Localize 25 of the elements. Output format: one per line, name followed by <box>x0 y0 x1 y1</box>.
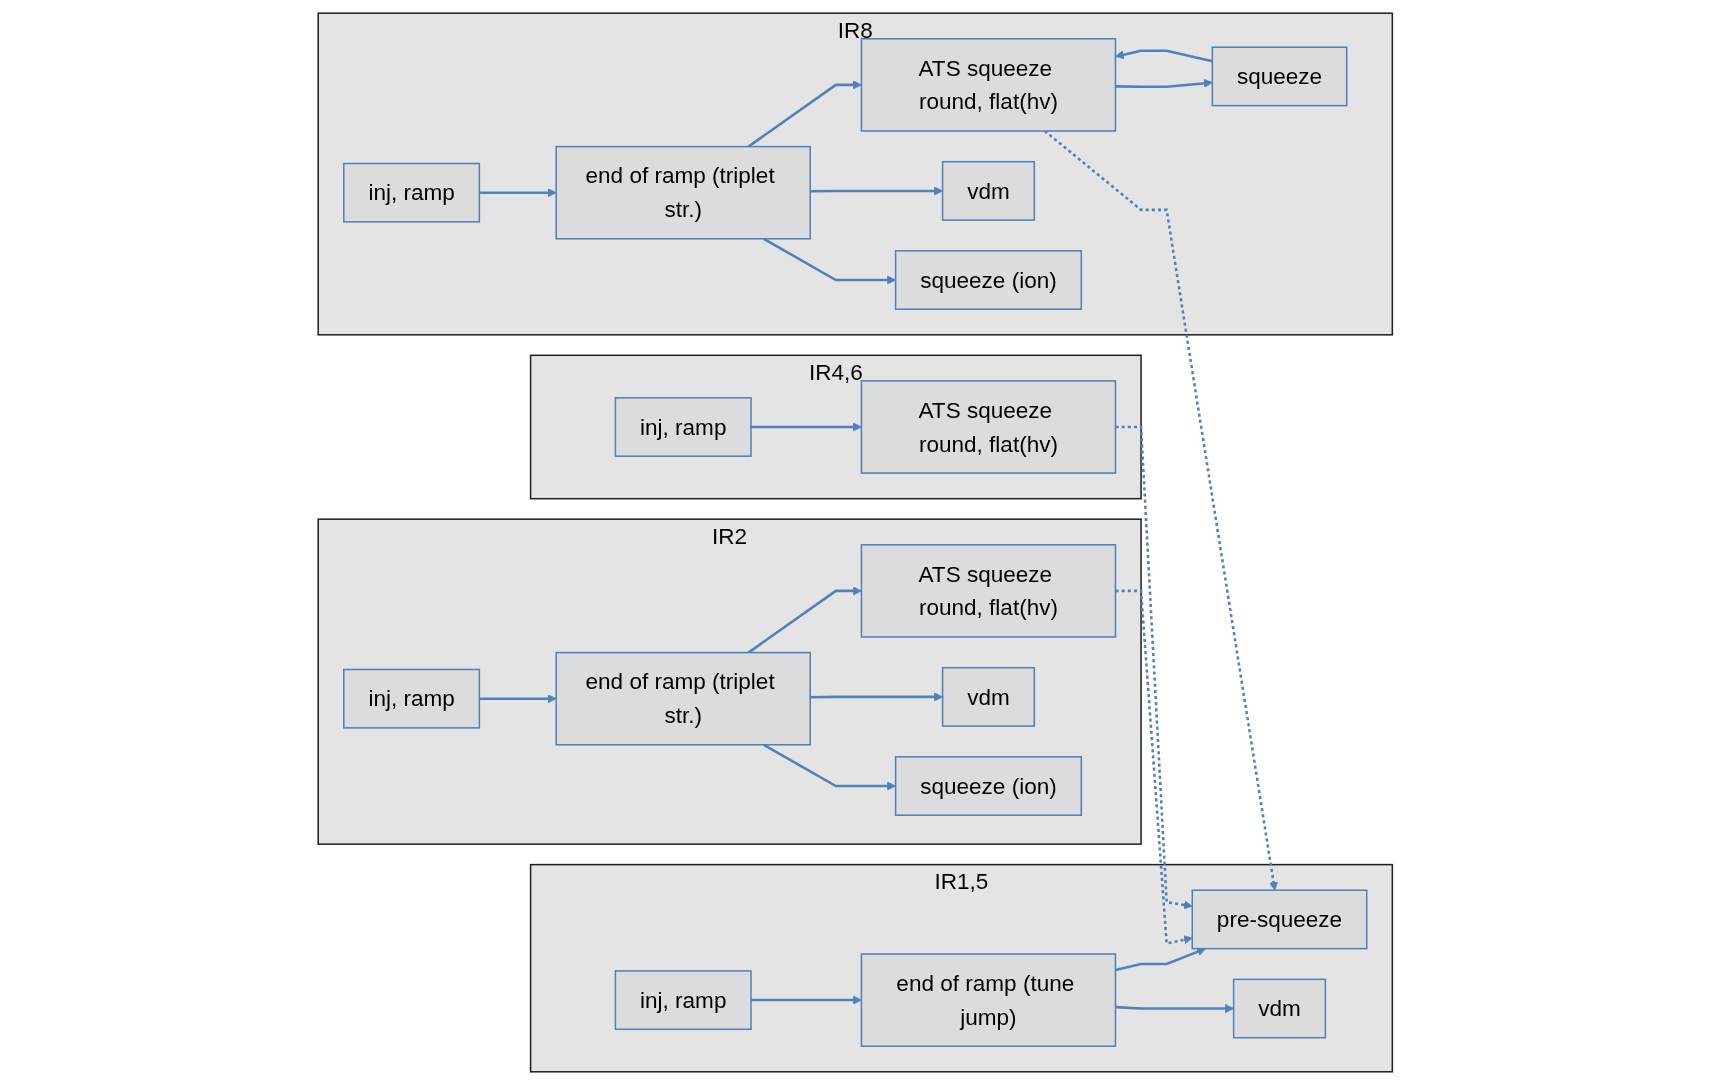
node-box: squeeze (ion) <box>895 756 1083 816</box>
node-box: inj, ramp <box>343 162 481 223</box>
node-box: vdm <box>942 666 1036 727</box>
arrow <box>1115 589 1193 946</box>
arrow <box>1115 425 1193 910</box>
arrow <box>479 188 557 198</box>
arrow <box>1115 78 1213 88</box>
node-box: vdm <box>1233 978 1327 1039</box>
node-box: end of ramp (triplet str.) <box>555 145 812 240</box>
node-box: end of ramp (triplet str.) <box>555 651 812 746</box>
node-box: pre-squeeze <box>1191 889 1368 950</box>
node-box: end of ramp (tune jump) <box>860 953 1117 1047</box>
node-box: vdm <box>942 160 1036 221</box>
node-box: inj, ramp <box>614 970 752 1031</box>
arrow <box>479 694 557 704</box>
node-box: squeeze <box>1211 46 1348 107</box>
node-box: inj, ramp <box>343 668 481 729</box>
node-box: ATS squeeze round, flat(hv) <box>860 38 1117 132</box>
arrow <box>1115 947 1207 972</box>
node-box: ATS squeeze round, flat(hv) <box>860 380 1117 474</box>
arrow <box>1044 130 1279 891</box>
node-box: ATS squeeze round, flat(hv) <box>860 544 1117 638</box>
node-box: inj, ramp <box>614 397 752 457</box>
node-box: squeeze (ion) <box>895 250 1083 310</box>
arrow <box>1115 49 1213 63</box>
